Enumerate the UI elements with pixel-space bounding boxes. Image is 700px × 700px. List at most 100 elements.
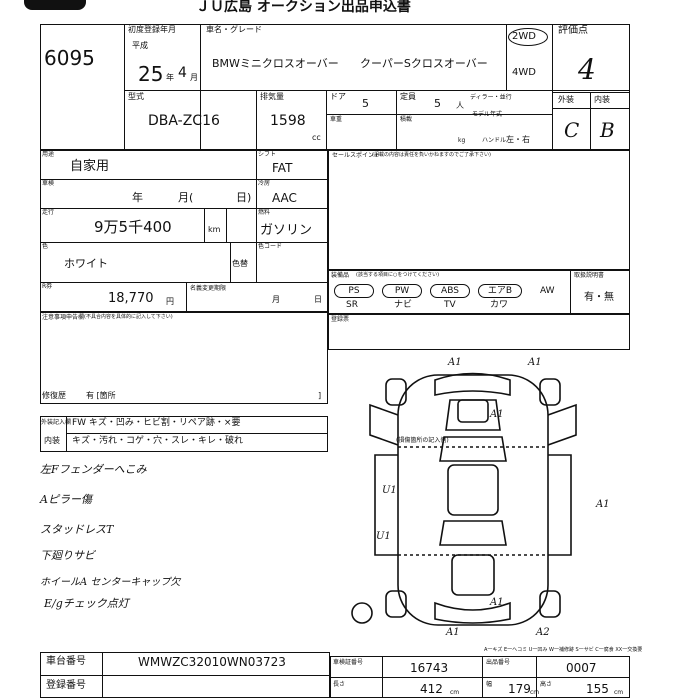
inspection-no-value: 16743 (410, 661, 449, 675)
displacement-value: 1598 (270, 113, 306, 129)
doors-value: 5 (362, 97, 369, 110)
grade: クーパーSクロスオーバー (360, 57, 488, 70)
ext-grade: C (564, 118, 580, 142)
registration-block (328, 314, 630, 350)
first-reg-label: 初度登録年月 (128, 25, 176, 34)
int-marks-label: 内装 (44, 436, 60, 445)
repair-value: 有 [箇所 (86, 391, 116, 400)
seats-value: 5 (434, 97, 441, 110)
hand-note: スタッドレスT (40, 523, 114, 536)
int-marks: キズ・汚れ・コゲ・穴・スレ・キレ・破れ (72, 436, 244, 446)
height-label: 高さ (540, 681, 553, 688)
chassis-value: WMWZC32010WN03723 (138, 655, 286, 669)
equip-ps: PS (334, 284, 374, 298)
equip-sr: SR (346, 300, 358, 310)
damage-mark: A1 (596, 499, 610, 510)
damage-legend: A一キズ E一ヘコミ U一凹み W一補修跡 S一サビ C一腐食 XX一交換要 (484, 647, 643, 653)
lot-number: 6095 (44, 46, 95, 70)
repair-label: 修復歴 (42, 391, 66, 400)
era-label: 平成 (132, 41, 148, 50)
shift-label: シフト (258, 151, 277, 158)
damage-mark: U1 (382, 485, 397, 496)
damage-mark: A1 (448, 357, 462, 368)
ext-label: 外装 (558, 95, 574, 104)
damage-mark: A1 (490, 409, 504, 420)
score-value: 4 (578, 53, 596, 86)
equip-abs: ABS (430, 284, 470, 298)
marks-block (40, 416, 328, 452)
color-value: ホワイト (64, 257, 108, 270)
int-grade: B (600, 118, 615, 142)
usage-value: 自家用 (70, 159, 110, 174)
chassis-label: 車台番号 (46, 656, 86, 667)
displacement-label: 排気量 (260, 92, 284, 101)
ext-marks: FW キズ・凹み・ヒビ割・リペア跡・×要 (72, 418, 241, 428)
hand-note: ホイールA センターキャップ欠 (40, 577, 181, 588)
manual-value: 有・無 (584, 292, 614, 303)
mileage-value: 9万5千400 (94, 218, 172, 236)
int-label: 内装 (594, 95, 610, 104)
handle-value: 左・右 (506, 135, 530, 144)
inspection-label: 車検 (42, 180, 55, 187)
manual-label: 取扱説明書 (574, 272, 605, 279)
color-label: 色 (42, 243, 49, 250)
damage-mark: A1 (490, 597, 504, 608)
seq-label: 出品番号 (486, 659, 511, 666)
notes-block (40, 312, 328, 404)
damage-mark: A1 (528, 357, 542, 368)
mileage-label: 走行 (42, 209, 55, 216)
reg-year: 25 (138, 62, 164, 86)
car-name-label: 車名・グレード (206, 25, 262, 34)
doors-label: ドア (330, 92, 346, 101)
damage-mark: U1 (376, 531, 391, 542)
recycle-value: 18,770 (108, 291, 154, 306)
drive-4wd: 4WD (512, 67, 536, 78)
length-value: 412 (420, 682, 443, 696)
model-year-label: モデル年式 (472, 111, 503, 118)
reg-label: 登録番号 (46, 680, 86, 691)
company-logo (24, 0, 86, 10)
weight-label: 車重 (330, 116, 343, 123)
top-block (40, 24, 630, 150)
sales-point-block (328, 150, 630, 270)
height-value: 155 (586, 682, 609, 696)
tax-label: 名義変更期限 (190, 285, 227, 292)
fuel-value: ガソリン (260, 223, 313, 238)
equip-airbag: エアB (478, 284, 522, 298)
width-value: 179 (508, 682, 531, 696)
fuel-label: 燃料 (258, 209, 271, 216)
damage-mark: A2 (536, 627, 550, 638)
equip-pw: PW (382, 284, 422, 298)
model-label: 型式 (128, 92, 144, 101)
spec-block (40, 150, 328, 312)
seats-label: 定員 (400, 92, 416, 101)
score-label: 評価点 (558, 25, 588, 36)
color-code-label: 色コード (258, 243, 283, 250)
diagram-label: (損傷箇所の記入例) (396, 437, 449, 444)
equip-tv: TV (444, 300, 456, 310)
seq-value: 0007 (566, 661, 597, 675)
inspection-no-label: 車検証番号 (333, 659, 364, 666)
equip-leather: カワ (490, 300, 509, 310)
drive-2wd: 2WD (512, 31, 536, 42)
damage-mark: A1 (446, 627, 460, 638)
ac-label: 冷房 (258, 180, 271, 187)
owner-label: 登録票 (331, 316, 350, 323)
dealer-label: ディラー・並行 (470, 94, 512, 101)
notes-label: 注意事項申告欄 (42, 314, 85, 321)
equip-label: 装備品 (331, 272, 350, 279)
hand-note: E/gチェック点灯 (44, 597, 129, 610)
equip-aw: AW (540, 286, 555, 296)
sales-point-label: セールスポイント (332, 152, 381, 159)
shift-value: FAT (272, 161, 293, 175)
equipment-block (328, 270, 630, 314)
form-title: ＪＵ広島 オークション出品申込書 (196, 0, 411, 15)
reg-month: 4 (178, 65, 187, 81)
damage-diagram (351, 372, 577, 626)
ac-value: AAC (272, 191, 297, 205)
hand-note: 下廻りサビ (40, 549, 95, 562)
usage-label: 用途 (42, 151, 55, 158)
hand-note: 左Fフェンダーへこみ (40, 463, 147, 476)
repaint-label: 色替 (232, 259, 248, 268)
handle-label: ハンドル (482, 137, 507, 144)
